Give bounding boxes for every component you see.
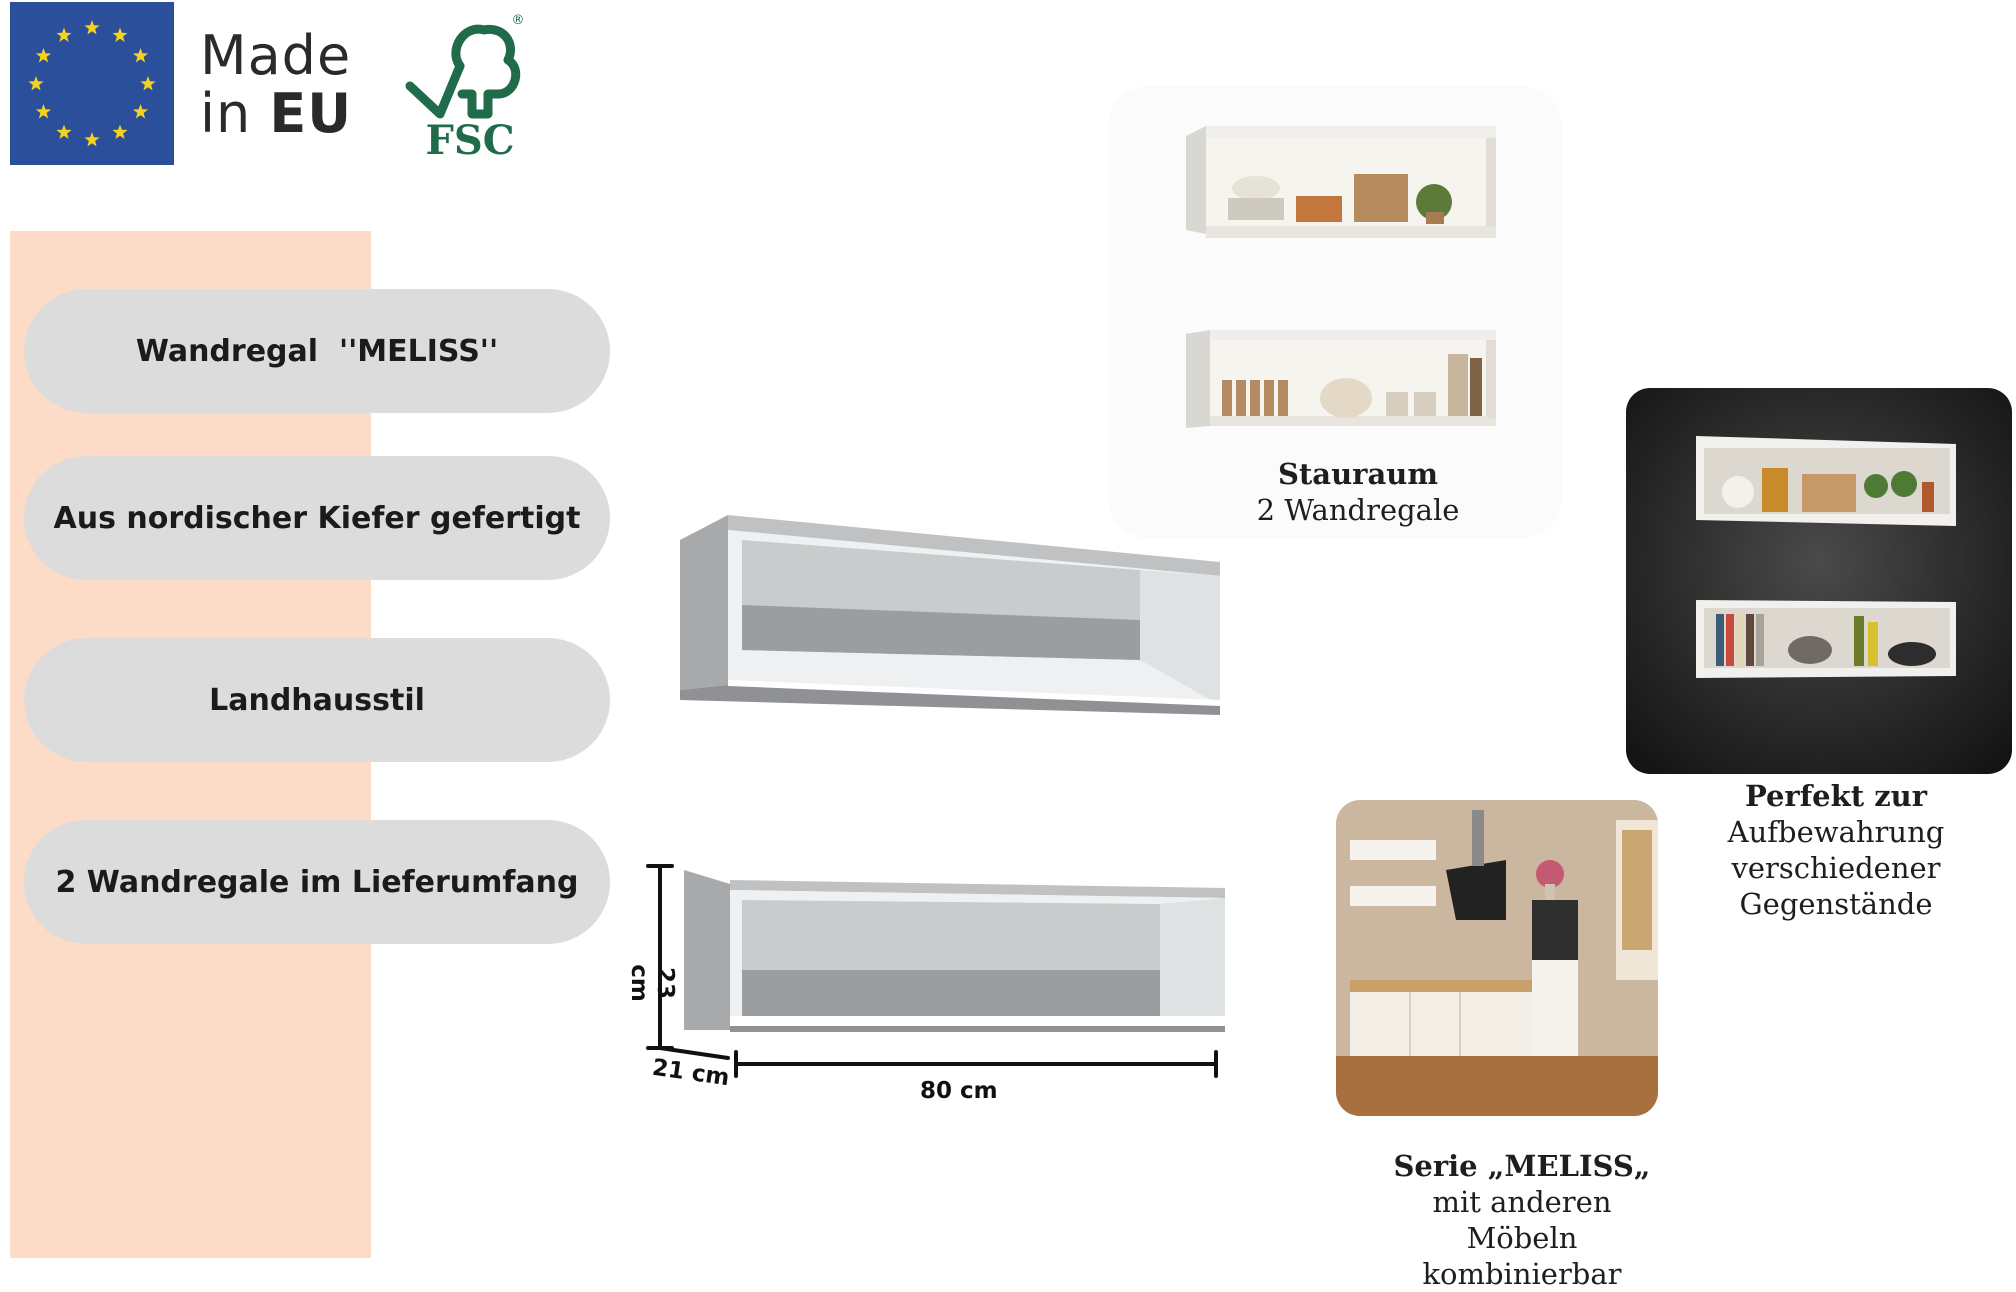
storage-title: Stauraum [1277, 457, 1439, 491]
fsc-text: FSC [425, 117, 514, 160]
feature-pill-scope: 2 Wandregale im Lieferumfang [24, 820, 610, 944]
storage-caption: Stauraum 2 Wandregale [1208, 456, 1508, 528]
dimension-lines [646, 864, 1218, 1078]
storage-shelf-photo-top [1186, 126, 1506, 256]
made-in-line2-bold: EU [269, 82, 353, 145]
eu-flag-icon [10, 2, 174, 165]
fsc-registered-mark: ® [512, 13, 525, 28]
kitchen-photo [1336, 800, 1658, 1116]
made-in-eu-label: in EU [200, 86, 352, 142]
shelf-drawing-front [680, 866, 1230, 1036]
feature-pill-style: Landhausstil [24, 638, 610, 762]
series-caption: Serie „MELISS„ mit anderen Möbeln kombin… [1362, 1148, 1682, 1292]
fsc-logo: ® FSC [404, 10, 530, 164]
series-line-3: kombinierbar [1422, 1257, 1622, 1291]
made-in-line2-prefix: in [200, 82, 252, 145]
usage-line-1: Aufbewahrung [1727, 815, 1945, 849]
eu-star-icon [112, 124, 128, 139]
usage-line-2: verschiedener [1731, 851, 1941, 885]
eu-star-icon [132, 48, 149, 63]
eu-star-icon [132, 104, 149, 119]
eu-star-icon [28, 76, 44, 91]
made-in-line1: Made [200, 24, 352, 87]
wall-shelves-photo [1626, 388, 2012, 774]
shelf-drawing-perspective [680, 510, 1230, 720]
eu-star-icon [84, 132, 100, 147]
feature-pill-material: Aus nordischer Kiefer gefertigt [24, 456, 610, 580]
eu-star-icon [35, 48, 52, 63]
fsc-tree-icon [405, 24, 521, 119]
usage-caption: Perfekt zur Aufbewahrung verschiedener G… [1676, 778, 1996, 922]
storage-subtitle: 2 Wandregale [1256, 493, 1460, 527]
storage-shelf-photo-bottom [1186, 330, 1506, 430]
usage-line-3: Gegenstände [1739, 887, 1933, 921]
series-line-1: mit anderen [1432, 1185, 1612, 1219]
eu-star-icon [140, 76, 156, 91]
made-in-label: Made [200, 28, 351, 84]
dimension-width-label: 80 cm [920, 1078, 998, 1104]
usage-title: Perfekt zur [1744, 779, 1928, 813]
eu-star-icon [56, 27, 72, 42]
eu-star-icon [35, 104, 52, 119]
dimension-height-label: 23 cm [626, 964, 678, 1002]
feature-pill-product-name: Wandregal ''MELISS'' [24, 289, 610, 413]
eu-star-icon [56, 124, 72, 139]
series-title: Serie „MELISS„ [1393, 1149, 1651, 1183]
series-line-2: Möbeln [1466, 1221, 1578, 1255]
eu-star-icon [84, 20, 100, 35]
eu-star-icon [112, 27, 128, 42]
